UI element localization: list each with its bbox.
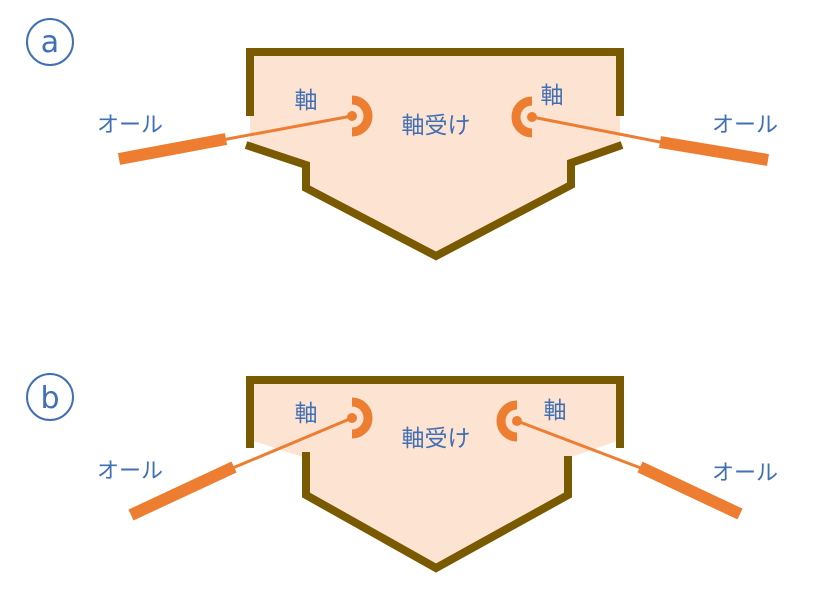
panel-b-right-oar	[516, 419, 743, 520]
panel-a-left-oar-label: オール	[97, 113, 163, 138]
panel-b-left-pivot-dot	[347, 413, 357, 423]
panel-b-hull-outline	[246, 376, 624, 573]
panel-b-marker: b	[26, 373, 74, 421]
panel-b-right-pivot-dot	[512, 416, 522, 426]
panel-b-left-oar-shaft	[227, 416, 353, 472]
panel-a-left-oar-shaft	[221, 114, 353, 142]
panel-a-right-bearing-arc	[511, 96, 533, 138]
panel-a-hull-fill	[250, 52, 620, 256]
panel-a-right-oar-label: オール	[712, 113, 778, 138]
panel-a-left-oar	[117, 114, 353, 165]
panel-b-right-bearing	[496, 400, 522, 442]
panel-b-right-bearing-arc	[496, 400, 518, 442]
panel-b-marker-circle	[26, 373, 74, 421]
panel-a-hull-top	[246, 48, 624, 116]
panel-a-right-oar-blade	[659, 136, 769, 166]
panel-b-right-oar-label: オール	[712, 461, 778, 486]
panel-a-hull-bottom	[244, 141, 624, 261]
panel-b-right-pivot-label: 軸	[544, 398, 567, 424]
panel-a-marker-letter: a	[41, 25, 59, 60]
panel-b: b オール オール 軸 軸 軸受け	[26, 373, 778, 573]
panel-a-right-oar-shaft	[531, 115, 666, 145]
panel-b-marker-letter: b	[40, 381, 59, 416]
panel-b-hull-top	[246, 376, 624, 448]
panel-a-right-pivot-dot	[527, 112, 537, 122]
panel-a-left-oar-blade	[117, 133, 228, 165]
panel-a-right-pivot-label: 軸	[541, 83, 564, 109]
panel-a-marker: a	[26, 18, 74, 66]
panel-a-left-pivot-label: 軸	[295, 88, 318, 114]
panel-a-hull-outline	[244, 48, 624, 261]
panel-b-right-oar-blade	[637, 461, 743, 520]
panel-a: a オール オール 軸 軸 軸受け	[26, 18, 778, 261]
panel-b-bearing-label: 軸受け	[402, 426, 471, 452]
panel-b-left-pivot-label: 軸	[295, 401, 318, 427]
panel-a-right-bearing	[511, 96, 537, 138]
panel-b-hull-bottom	[302, 452, 572, 573]
panel-b-hull-fill	[250, 380, 620, 568]
panel-a-marker-circle	[26, 18, 74, 66]
panel-a-left-pivot-dot	[347, 111, 357, 121]
panel-b-left-bearing	[347, 397, 373, 439]
panel-a-left-bearing-arc	[351, 95, 373, 137]
panel-a-left-bearing	[347, 95, 373, 137]
panel-b-left-oar-blade	[128, 461, 237, 521]
panel-b-right-oar-shaft	[516, 419, 647, 472]
panel-a-right-oar	[531, 115, 769, 166]
panel-b-left-bearing-arc	[351, 397, 373, 439]
panel-a-bearing-label: 軸受け	[402, 113, 471, 139]
panel-b-left-oar	[128, 416, 353, 521]
panel-b-left-oar-label: オール	[97, 459, 163, 484]
